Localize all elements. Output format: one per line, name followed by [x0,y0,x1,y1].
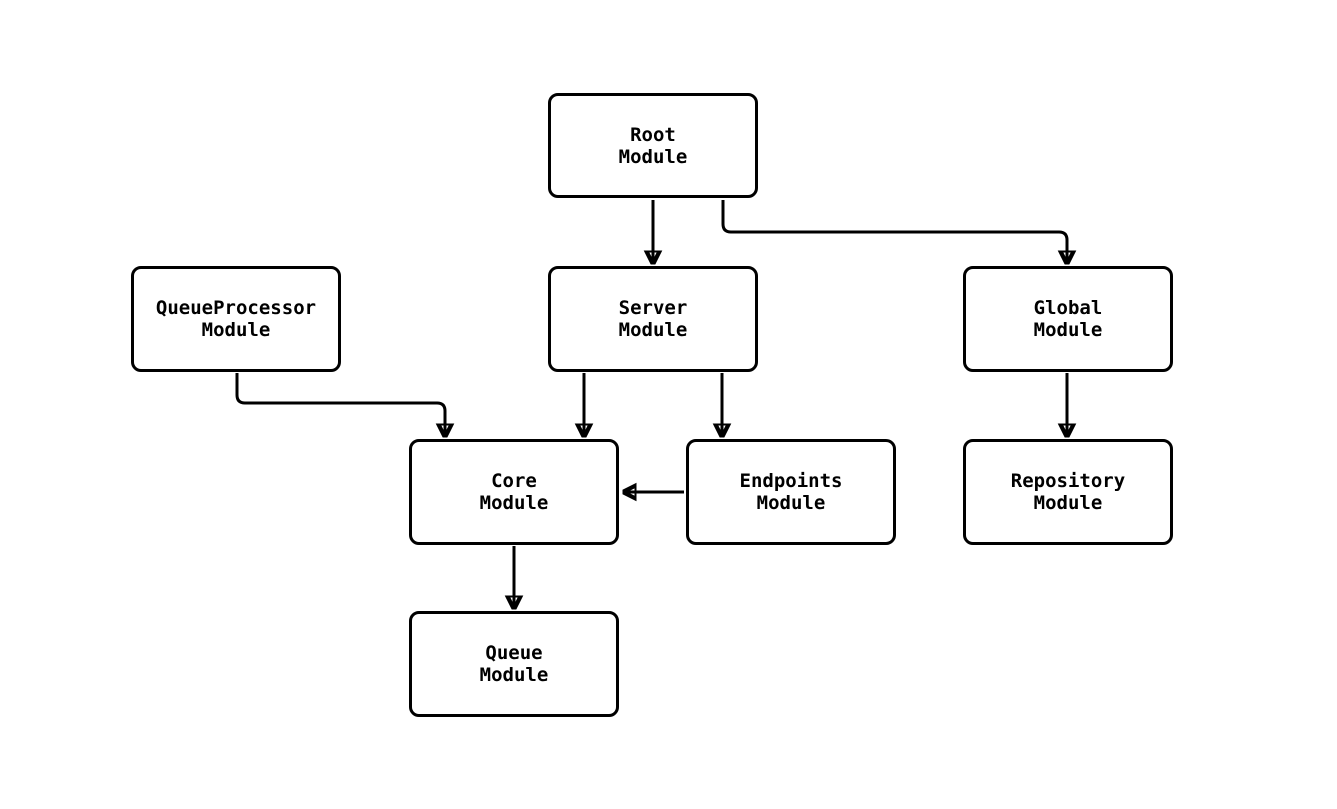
edge-root-to-global [721,200,1067,263]
node-root-module-label: Root Module [618,123,688,168]
node-core-module: Core Module [409,439,619,545]
node-repository-module-label: Repository Module [1010,470,1126,514]
node-global-module: Global Module [963,266,1173,372]
node-queue-module-label: Queue Module [479,642,549,686]
node-endpoints-module: Endpoints Module [686,439,896,545]
node-queue-module: Queue Module [409,611,619,717]
node-global-module-label: Global Module [1033,297,1103,341]
node-root-module: Root Module [548,93,758,198]
node-queueprocessor-module-label: QueueProcessor Module [155,297,317,341]
node-repository-module: Repository Module [963,439,1173,545]
node-queueprocessor-module: QueueProcessor Module [131,266,341,372]
edge-queueprocessor-to-core [235,373,445,436]
node-server-module: Server Module [548,266,758,372]
node-endpoints-module-label: Endpoints Module [739,470,843,514]
node-server-module-label: Server Module [618,297,688,341]
node-core-module-label: Core Module [479,470,549,514]
